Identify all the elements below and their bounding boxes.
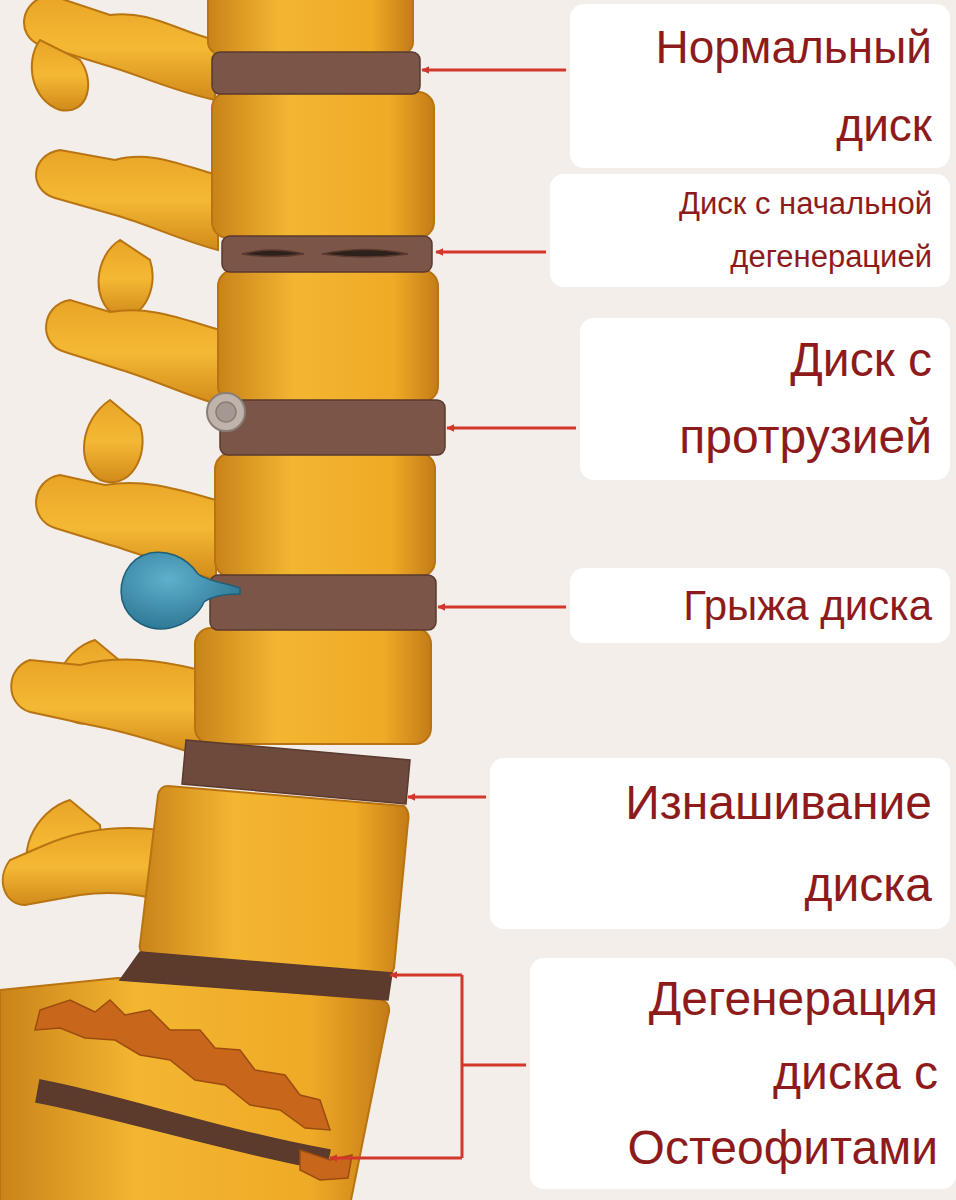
osteophytes bbox=[35, 1000, 352, 1180]
label-box: Диск с начальной дегенерацией bbox=[550, 174, 950, 287]
label-text: Нормальный диск bbox=[588, 8, 932, 164]
vertebra bbox=[195, 628, 431, 744]
protrusion-bulge bbox=[207, 393, 245, 431]
osteophyte bbox=[35, 1000, 330, 1130]
leader-arrow bbox=[436, 251, 546, 254]
vertebra-bodies bbox=[0, 0, 438, 1200]
discs bbox=[36, 52, 445, 1170]
label-box: Дегенерация диска с Остеофитами bbox=[530, 958, 956, 1189]
label-text: Изнашивание диска bbox=[508, 762, 932, 925]
leader-arrow bbox=[408, 796, 486, 799]
vertebra bbox=[140, 786, 409, 975]
leader-arrow bbox=[390, 974, 462, 977]
label-text: Грыжа диска bbox=[588, 572, 932, 639]
leader-arrow bbox=[422, 69, 566, 72]
process bbox=[36, 150, 218, 250]
process bbox=[99, 240, 153, 317]
leader-arrow bbox=[447, 427, 576, 430]
label-box: Диск с протрузией bbox=[580, 318, 950, 480]
disc-fissure bbox=[322, 250, 408, 258]
label-text: Диск с начальной дегенерацией bbox=[568, 178, 932, 283]
process bbox=[84, 400, 143, 482]
bracket bbox=[462, 975, 526, 1158]
osteophyte bbox=[300, 1150, 352, 1180]
process bbox=[11, 660, 200, 755]
thin-disc bbox=[120, 952, 392, 1000]
vertebra bbox=[208, 0, 413, 54]
label-text: Диск с протрузией bbox=[598, 322, 932, 476]
vertebra bbox=[218, 270, 438, 402]
leader-arrow bbox=[438, 606, 566, 609]
protrusion bbox=[207, 393, 245, 431]
protrusion-core bbox=[216, 402, 236, 422]
vertebra bbox=[212, 92, 434, 238]
label-box: Нормальный диск bbox=[570, 4, 950, 168]
sacrum bbox=[0, 978, 389, 1200]
process bbox=[46, 300, 220, 405]
herniated-disc bbox=[210, 575, 436, 630]
normal-disc bbox=[212, 52, 420, 94]
process bbox=[32, 40, 88, 110]
protrusion-disc bbox=[220, 400, 445, 455]
disc-hernia bbox=[121, 552, 240, 629]
process bbox=[3, 828, 160, 905]
leader-arrow bbox=[330, 1157, 462, 1160]
disc-fissure bbox=[242, 250, 304, 257]
worn-disc bbox=[182, 740, 410, 804]
label-box: Грыжа диска bbox=[570, 568, 950, 643]
degenerating-disc bbox=[222, 236, 432, 272]
label-text: Дегенерация диска с Остеофитами bbox=[548, 962, 938, 1185]
label-box: Изнашивание диска bbox=[490, 758, 950, 929]
vertebra bbox=[215, 453, 435, 577]
